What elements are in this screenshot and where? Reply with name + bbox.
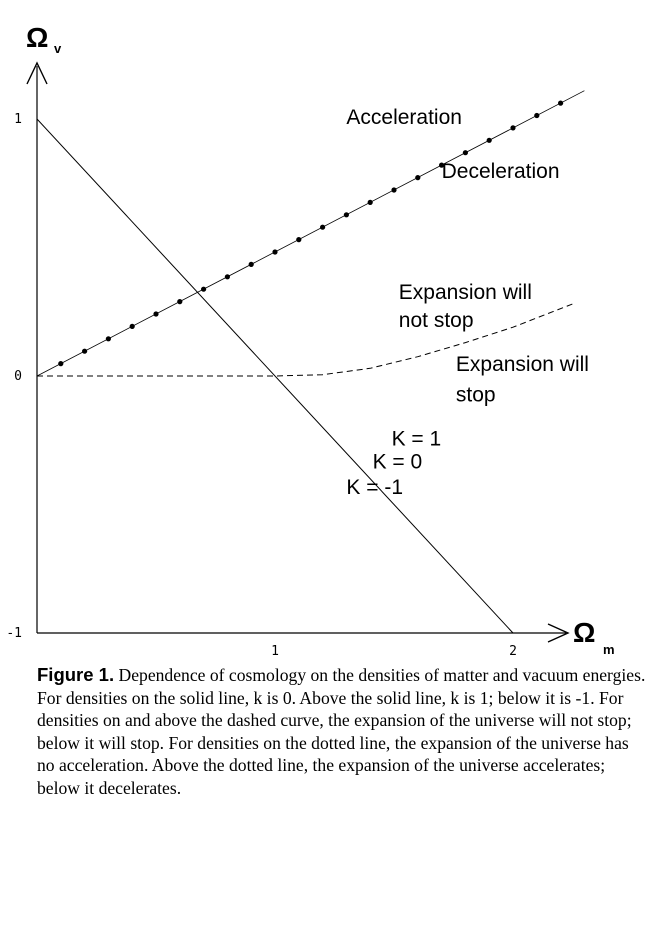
annotation-label: stop xyxy=(456,384,496,407)
figure-caption: Figure 1. Dependence of cosmology on the… xyxy=(37,664,647,800)
dotted-line-marker xyxy=(129,323,135,329)
x-axis-title: Ω xyxy=(573,617,595,648)
x-axis-arrow xyxy=(547,623,570,643)
annotation-label: Expansion will xyxy=(399,281,532,304)
dotted-line-marker xyxy=(153,311,159,317)
dotted-line-marker xyxy=(177,299,183,305)
dotted-line-marker xyxy=(462,150,468,156)
x-axis-title-subscript: m xyxy=(603,642,615,657)
annotation-label: K = -1 xyxy=(346,476,403,499)
series-layer xyxy=(36,90,585,634)
x-tick-label: 1 xyxy=(271,644,279,659)
dotted-line-marker xyxy=(272,249,278,255)
dotted-line-marker xyxy=(343,212,349,218)
annotation-label: Acceleration xyxy=(346,106,462,129)
dashed-curve xyxy=(37,303,573,377)
y-tick-label: -1 xyxy=(6,626,22,641)
dotted-line-marker xyxy=(248,261,254,267)
dotted-line-marker xyxy=(296,237,302,243)
y-axis-arrow xyxy=(26,61,48,85)
caption-text: Dependence of cosmology on the densities… xyxy=(37,665,646,798)
annotation-label: Deceleration xyxy=(442,160,560,183)
dotted-line-marker xyxy=(224,274,230,280)
dotted-line-marker xyxy=(534,112,540,119)
y-axis-title-subscript: v xyxy=(54,41,62,56)
y-axis-title: Ω xyxy=(26,22,48,53)
dotted-line-marker xyxy=(510,125,516,131)
dotted-line-marker xyxy=(439,162,445,168)
annotation-label: K = 0 xyxy=(373,451,423,474)
dotted-line-marker xyxy=(415,175,421,181)
dotted-line-marker xyxy=(367,199,373,205)
annotation-label: Expansion will xyxy=(456,353,589,376)
dotted-line-marker xyxy=(391,187,397,193)
y-tick-label: 0 xyxy=(14,369,22,384)
dotted-line-marker xyxy=(105,336,111,342)
caption-label: Figure 1. xyxy=(37,664,115,685)
dotted-line-marker xyxy=(320,224,326,230)
y-tick-label: 1 xyxy=(14,112,22,127)
dotted-line-marker xyxy=(58,361,64,367)
annotation-label: not stop xyxy=(399,309,474,332)
solid-line-k0 xyxy=(36,118,514,634)
x-tick-label: 2 xyxy=(509,644,517,659)
dotted-line xyxy=(36,90,585,377)
annotation-label: K = 1 xyxy=(392,427,442,450)
dotted-line-marker xyxy=(82,348,88,354)
dotted-line-marker xyxy=(201,286,207,292)
dotted-line-marker xyxy=(486,137,492,143)
dotted-line-marker xyxy=(558,100,564,106)
